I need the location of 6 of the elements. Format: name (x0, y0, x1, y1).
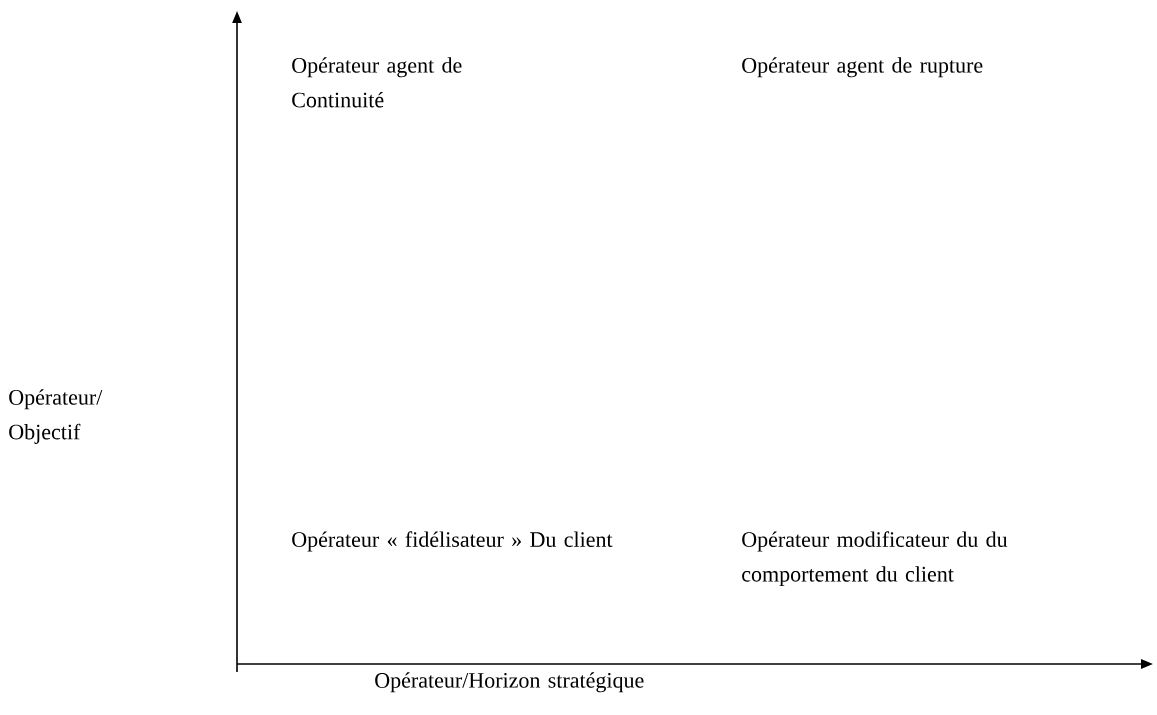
axis-label: Opérateur/Horizon stratégique (375, 672, 644, 693)
quadrant-label: Opérateur agent de Continuité (292, 57, 462, 108)
quadrant-label: Opérateur agent de rupture (742, 57, 983, 78)
quadrant-label: Opérateur modificateur du du comportement du client (742, 531, 1008, 587)
quadrant-label: Opérateur « fidélisateur » Du client (292, 531, 613, 552)
axis-label: Opérateur/ Objectif (9, 389, 103, 444)
